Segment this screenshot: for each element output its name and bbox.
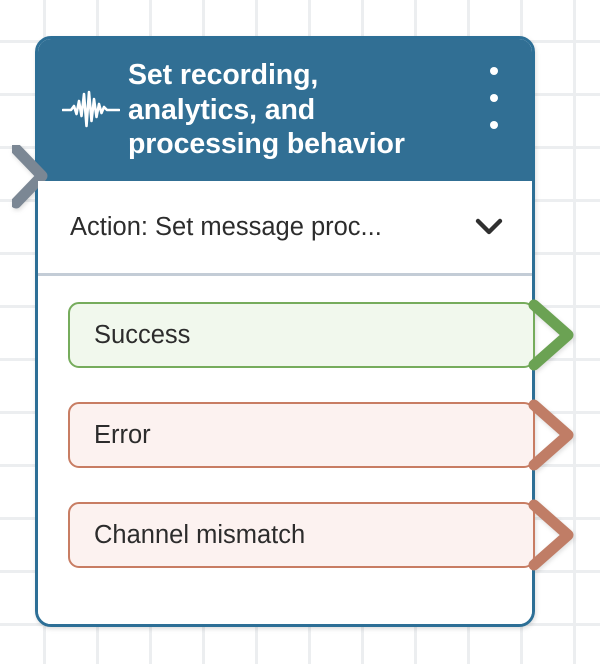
output-ports-list: Success Error: [38, 276, 574, 571]
section-divider: [38, 273, 532, 276]
output-port-error[interactable]: Error: [38, 399, 574, 471]
node-title: Set recording, analytics, and processing…: [128, 59, 405, 161]
kebab-menu-icon[interactable]: [481, 67, 507, 129]
output-port-box[interactable]: Error: [68, 402, 535, 468]
output-connector-chevron-icon[interactable]: [528, 399, 580, 471]
waveform-icon: [54, 90, 128, 130]
action-label: Action: Set message proc...: [70, 212, 382, 241]
output-port-box[interactable]: Success: [68, 302, 535, 368]
action-selector[interactable]: Action: Set message proc...: [38, 181, 532, 273]
input-connector-chevron-icon[interactable]: [10, 143, 48, 209]
kebab-dot: [490, 121, 498, 129]
chevron-down-icon[interactable]: [472, 218, 506, 236]
node-body: Action: Set message proc... Success: [38, 181, 574, 624]
output-port-label: Success: [94, 320, 191, 349]
output-port-label: Channel mismatch: [94, 520, 306, 549]
flow-node[interactable]: Set recording, analytics, and processing…: [10, 36, 574, 627]
output-connector-chevron-icon[interactable]: [528, 499, 580, 571]
output-port-success[interactable]: Success: [38, 299, 574, 371]
output-port-channel-mismatch[interactable]: Channel mismatch: [38, 499, 574, 571]
output-port-label: Error: [94, 420, 151, 449]
node-header[interactable]: Set recording, analytics, and processing…: [10, 39, 532, 209]
output-connector-chevron-icon[interactable]: [528, 299, 580, 371]
kebab-dot: [490, 67, 498, 75]
output-port-box[interactable]: Channel mismatch: [68, 502, 535, 568]
kebab-dot: [490, 94, 498, 102]
